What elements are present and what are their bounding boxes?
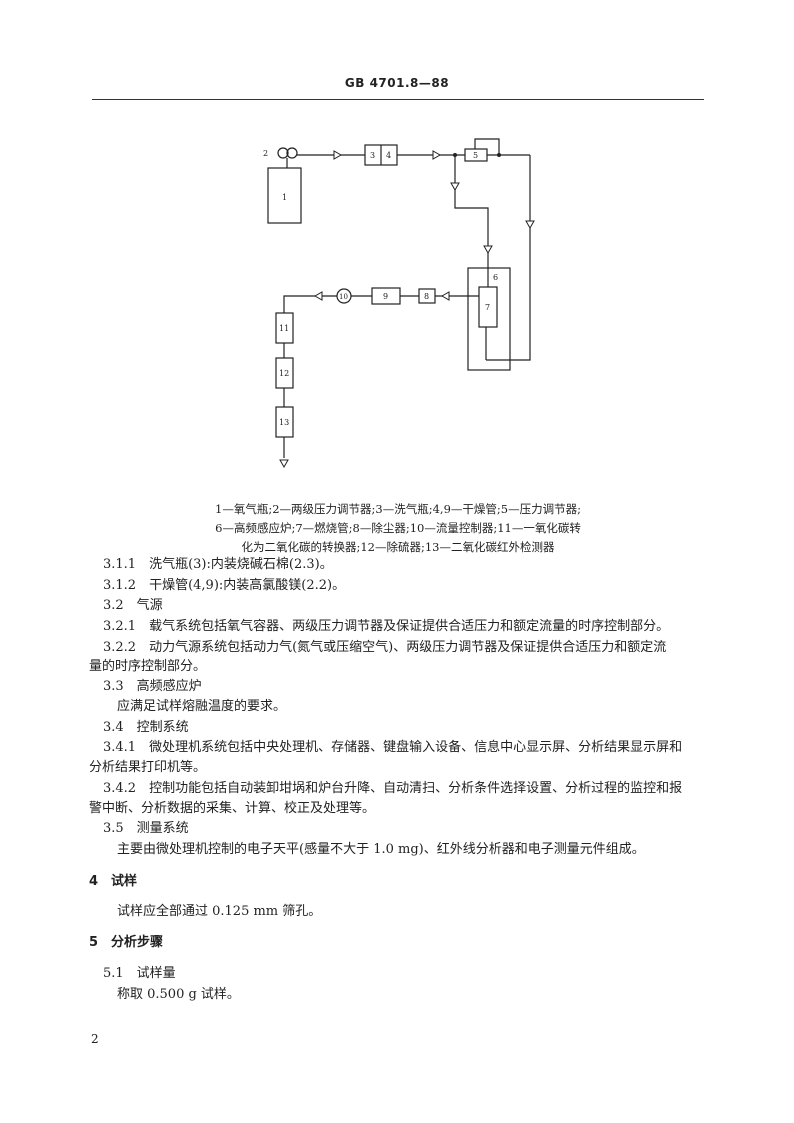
flow-arrow-right: [333, 150, 343, 160]
clause-3-1-1: 3.1.1 洗气瓶(3):内装烧碱石棉(2.3)。: [103, 557, 333, 572]
section-5-heading: 5 分析步骤: [89, 935, 164, 950]
junction-dot: [453, 153, 457, 157]
label-13: 13: [279, 418, 289, 427]
flow-arrow-down: [483, 245, 493, 255]
clause-3-1-2: 3.1.2 干燥管(4,9):内装高氯酸镁(2.2)。: [103, 578, 346, 593]
junction-dot: [497, 153, 501, 157]
label-1: 1: [282, 193, 287, 202]
flow-arrow-down: [450, 182, 460, 192]
label-12: 12: [279, 369, 289, 378]
flow-arrow-left: [440, 291, 450, 301]
clause-3-2-1: 3.2.1 载气系统包括氧气容器、两级压力调节器及保证提供合适压力和额定流量的时…: [103, 619, 670, 634]
section-4-text: 试样应全部通过 0.125 mm 筛孔。: [117, 904, 322, 919]
clause-3-4-2: 3.4.2 控制功能包括自动装卸坩埚和炉台升降、自动清扫、分析条件选择设置、分析…: [103, 781, 683, 796]
apparatus-diagram: 2 1 3 4 5 6 7 8 9 10 11 12 13: [263, 138, 535, 469]
flow-arrow-left: [313, 291, 323, 301]
label-7: 7: [485, 303, 490, 312]
label-9: 9: [383, 292, 388, 301]
label-11: 11: [279, 324, 289, 333]
label-8: 8: [424, 292, 429, 301]
section-3-5-heading: 3.5 测量系统: [103, 821, 189, 836]
document-header: GB 4701.8—88: [344, 76, 450, 90]
clause-3-5-text: 主要由微处理机控制的电子天平(感量不大于 1.0 mg)、红外线分析器和电子测量…: [117, 842, 645, 857]
figure-caption-line: 1—氧气瓶;2—两级压力调节器;3—洗气瓶;4,9—干燥管;5—压力调节器;: [215, 502, 581, 516]
label-6: 6: [493, 273, 498, 282]
clause-3-3-text: 应满足试样熔融温度的要求。: [117, 699, 287, 714]
section-3-3-heading: 3.3 高频感应炉: [103, 679, 202, 694]
section-5-1-text: 称取 0.500 g 试样。: [117, 987, 240, 1002]
clause-3-4-2-cont: 警中断、分析数据的采集、计算、校正及处理等。: [89, 801, 376, 816]
oxygen-cylinder-box: [267, 167, 302, 224]
flow-arrow-down: [279, 459, 289, 469]
figure-caption-line: 化为二氧化碳的转换器;12—除硫器;13—二氧化碳红外检测器: [241, 540, 555, 554]
induction-furnace-box: [467, 267, 511, 371]
regulator-circle-left: [277, 147, 289, 159]
page-number: 2: [91, 1032, 99, 1046]
regulator-circle-right: [286, 147, 298, 159]
header-rule: [92, 99, 704, 100]
clause-3-2-2-cont: 量的时序控制部分。: [89, 659, 207, 674]
label-3: 3: [370, 151, 375, 160]
section-4-heading: 4 试样: [89, 874, 138, 889]
section-5-1-heading: 5.1 试样量: [103, 966, 176, 981]
clause-3-4-1: 3.4.1 微处理机系统包括中央处理机、存储器、键盘输入设备、信息中心显示屏、分…: [103, 740, 683, 755]
section-3-4-heading: 3.4 控制系统: [103, 720, 189, 735]
figure-caption-line: 6—高频感应炉;7—燃烧管;8—除尘器;10—流量控制器;11—一氧化碳转: [215, 521, 581, 535]
section-3-2-heading: 3.2 气源: [103, 598, 163, 613]
label-5: 5: [473, 151, 478, 160]
clause-3-2-2: 3.2.2 动力气源系统包括动力气(氮气或压缩空气)、两级压力调节器及保证提供合…: [103, 640, 667, 655]
flow-arrow-down: [525, 220, 535, 230]
label-10: 10: [339, 293, 348, 301]
label-2: 2: [263, 149, 268, 158]
flow-arrow-right: [432, 150, 442, 160]
label-4: 4: [386, 151, 391, 160]
clause-3-4-1-cont: 分析结果打印机等。: [89, 760, 207, 775]
